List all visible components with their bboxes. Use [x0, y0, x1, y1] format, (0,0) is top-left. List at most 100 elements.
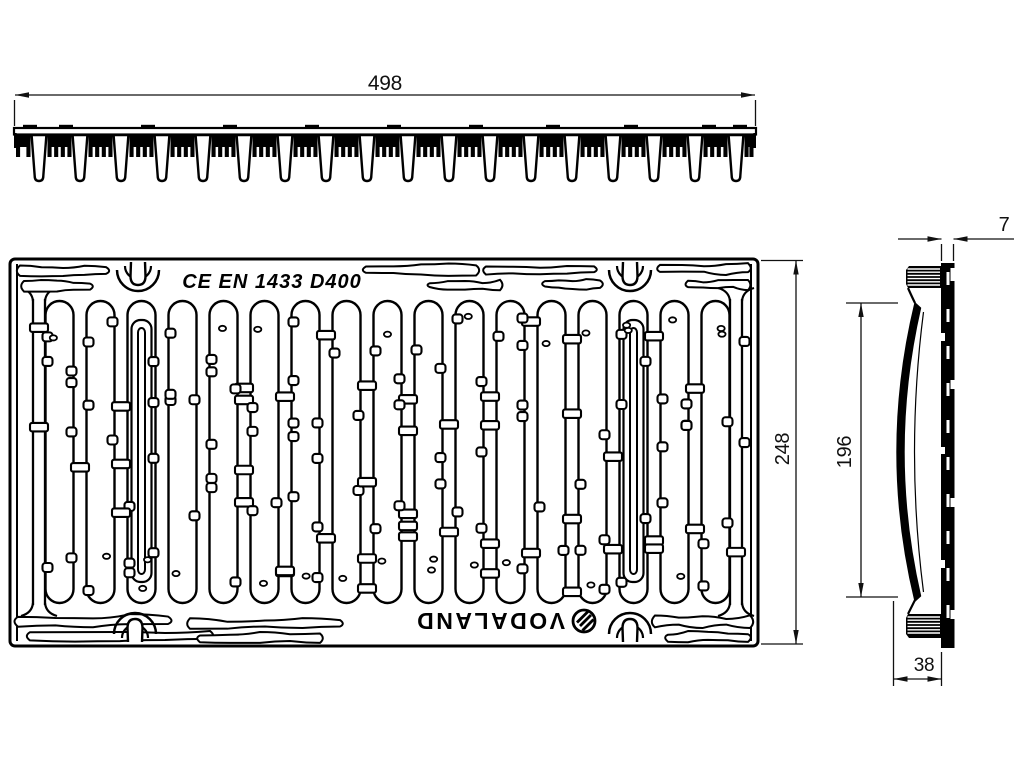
rib-bump [82, 584, 95, 597]
front-profile-view [12, 124, 758, 183]
anchor-nub [469, 124, 483, 129]
comb-tooth [16, 135, 21, 157]
comb-tooth [341, 135, 346, 157]
comb-tooth [265, 135, 270, 157]
spike-tooth [481, 133, 499, 183]
comb-tooth [621, 135, 626, 157]
comb-tooth [95, 135, 100, 157]
rib-bump [656, 441, 669, 453]
lock-notch-tab [129, 261, 147, 287]
rib-bump [434, 478, 447, 490]
rib-collar [561, 586, 583, 598]
rib-bump [106, 316, 119, 328]
rib-bump [147, 396, 160, 409]
comb-tooth [259, 135, 264, 157]
slot-dot [253, 325, 263, 333]
comb-tooth [395, 135, 400, 157]
comb-tooth [136, 135, 141, 157]
comb-tooth [149, 135, 154, 157]
bar-end-cap [753, 133, 756, 148]
casting-texture [426, 278, 504, 292]
rib-bump [738, 437, 751, 449]
rib-bump [311, 417, 324, 429]
comb-tooth [183, 135, 188, 157]
anchor-nub [59, 124, 73, 129]
rib-bump [65, 552, 78, 564]
comb-tooth [505, 135, 510, 157]
lock-notch-tab [126, 617, 144, 643]
comb-tooth [470, 135, 475, 157]
casting-texture [196, 631, 324, 644]
rib-collar [110, 458, 132, 470]
rib-bump [615, 576, 628, 588]
rib-collar [28, 421, 50, 433]
comb-block [498, 135, 523, 147]
rib-bump [229, 576, 242, 588]
rib-bump [721, 517, 734, 529]
rib-bump [311, 452, 324, 464]
spike-tooth [153, 133, 171, 183]
slot-dot [501, 559, 511, 567]
rib-collar [438, 419, 460, 430]
comb-tooth [511, 135, 516, 157]
casting-texture [656, 262, 752, 276]
drainage-slot [208, 299, 239, 605]
spine-notch [941, 560, 945, 568]
rib-collar [233, 497, 255, 508]
bow-crescent [896, 302, 922, 602]
anchor-nub [23, 124, 37, 129]
comb-tooth [211, 135, 216, 157]
dim-height-248 [761, 259, 803, 645]
comb-tooth [129, 135, 134, 157]
slot-dot [217, 324, 227, 332]
rib-collar [479, 419, 501, 431]
rib-bump [393, 500, 406, 512]
comb-tooth [416, 135, 421, 157]
arrowhead [927, 236, 942, 242]
comb-tooth [600, 135, 605, 157]
drainage-slot [577, 299, 608, 605]
comb-tooth [662, 135, 667, 157]
rib-bump [147, 547, 160, 559]
slot-dot [377, 557, 387, 565]
dim-inner-height-196 [846, 302, 898, 598]
slot-dot [463, 312, 473, 320]
comb-tooth [641, 135, 646, 157]
rib-collar [602, 451, 624, 462]
drainage-slot [331, 299, 362, 605]
rib-bump [82, 399, 95, 411]
comb-tooth [669, 135, 674, 157]
slot-dot [138, 584, 148, 592]
spine-notch [950, 610, 955, 619]
rib-bump [164, 388, 177, 400]
comb-tooth [88, 135, 93, 157]
comb-tooth [716, 135, 721, 157]
casting-texture [20, 279, 94, 293]
column-flare [740, 602, 755, 618]
rib-bump [65, 426, 78, 438]
spike-tooth [440, 133, 458, 183]
arrowhead [15, 92, 29, 98]
rib-bump [533, 501, 546, 513]
comb-tooth [539, 135, 544, 157]
casting-texture [15, 264, 111, 278]
rib-collar [684, 383, 706, 394]
rib-bump [516, 563, 529, 575]
comb-block [170, 135, 195, 147]
rib-bump [369, 523, 382, 535]
rib-bump [270, 497, 283, 509]
casting-texture [25, 629, 215, 643]
rib-collar [397, 531, 419, 542]
comb-tooth [300, 135, 305, 157]
rib-collar [110, 401, 132, 412]
rib-bump [410, 344, 423, 356]
drainage-slot [495, 299, 526, 605]
comb-tooth [170, 135, 175, 157]
rib-bump [352, 409, 365, 422]
rib-bump [147, 452, 160, 464]
rib-bump [205, 366, 218, 378]
comb-tooth [54, 135, 59, 157]
rib-bump [393, 399, 406, 411]
casting-texture [186, 617, 344, 630]
slot-dot [586, 581, 596, 589]
